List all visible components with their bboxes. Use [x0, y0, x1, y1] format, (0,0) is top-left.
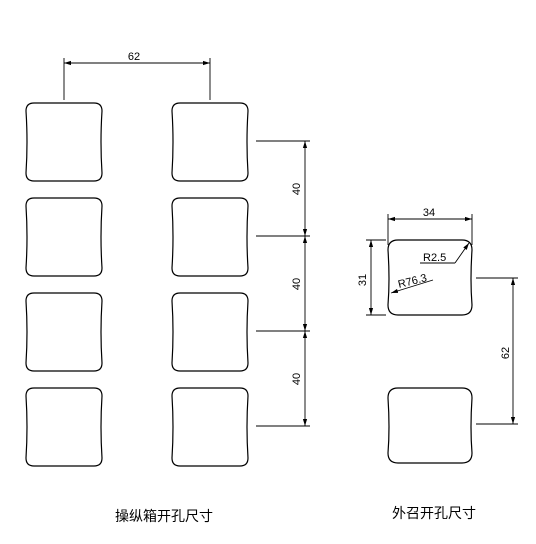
cutout-right-2 [171, 197, 249, 277]
vertical-pitch-label-1: 40 [291, 183, 303, 195]
hall-call-cutout-bottom [387, 387, 473, 464]
horizontal-pitch-label: 62 [128, 51, 140, 63]
cutout-left-4 [25, 387, 103, 467]
corner-radius-label: R2.5 [423, 252, 446, 264]
cutout-height-label: 31 [357, 274, 369, 286]
cutout-left-1 [25, 102, 103, 182]
right-group-caption: 外召开孔尺寸 [392, 506, 476, 522]
cutout-right-1 [171, 102, 249, 182]
cutout-left-2 [25, 197, 103, 277]
vertical-pitch-label-3: 40 [291, 373, 303, 385]
dimension-cutout-height: 31 [357, 239, 386, 316]
corner-radius-callout: R2.5 [420, 242, 470, 264]
dimension-vertical-pitch-chain: 40 40 40 [256, 140, 310, 427]
dimension-horizontal-pitch: 62 [63, 51, 211, 100]
left-group-caption: 操纵箱开孔尺寸 [115, 509, 213, 525]
hall-call-cutouts [387, 239, 473, 464]
cutout-right-3 [171, 292, 249, 372]
hall-call-pitch-label: 62 [500, 347, 512, 359]
panel-cutouts [25, 102, 249, 467]
dimension-cutout-width: 34 [387, 207, 473, 245]
cutout-right-4 [171, 387, 249, 467]
cutout-left-3 [25, 292, 103, 372]
cutout-width-label: 34 [423, 207, 435, 219]
hall-call-cutout-top [387, 239, 473, 316]
dimension-hall-call-pitch: 62 [476, 277, 518, 425]
vertical-pitch-label-2: 40 [291, 278, 303, 290]
